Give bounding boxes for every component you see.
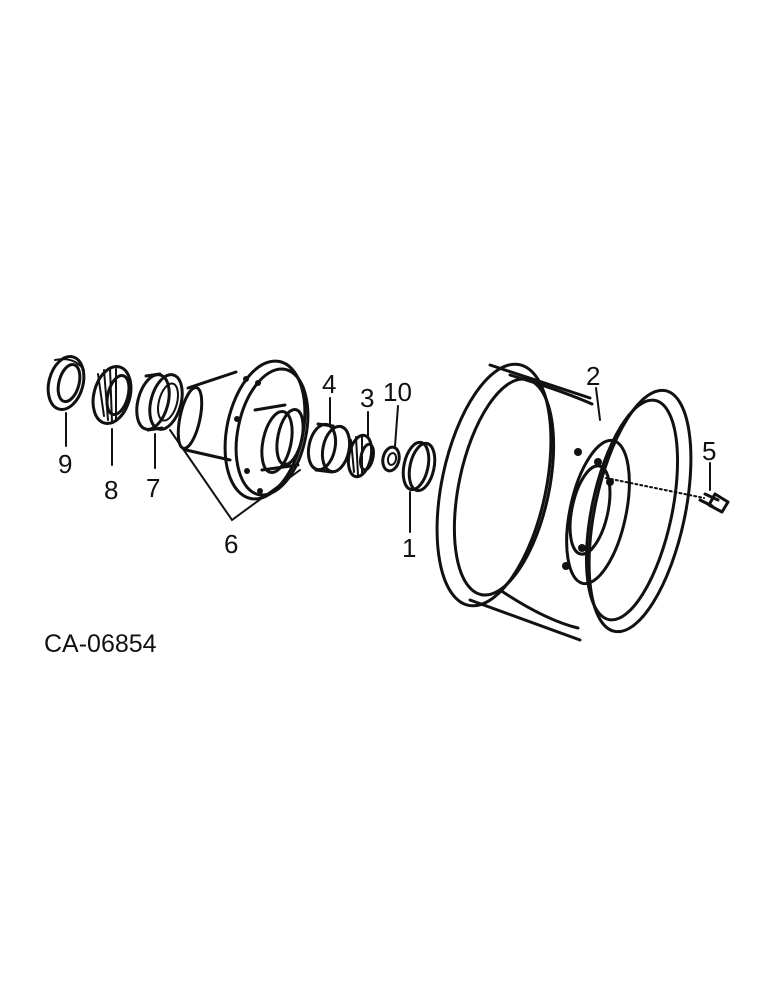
part-5-bolt bbox=[698, 492, 730, 514]
callout-1: 1 bbox=[402, 533, 416, 563]
callout-9: 9 bbox=[58, 449, 72, 479]
figure-code: CA-06854 bbox=[44, 630, 157, 658]
part-3-bearing-cone bbox=[346, 433, 375, 479]
leader-lines bbox=[65, 387, 711, 533]
callout-8: 8 bbox=[104, 475, 118, 505]
part-1-hub-cap bbox=[401, 440, 437, 493]
callout-6: 6 bbox=[224, 529, 238, 559]
callout-4: 4 bbox=[322, 369, 336, 399]
part-4-bearing-cup bbox=[306, 422, 352, 474]
part-6-hub bbox=[176, 359, 310, 501]
callout-2: 2 bbox=[586, 361, 600, 391]
callout-10: 10 bbox=[383, 377, 412, 407]
part-8-bearing-cone bbox=[91, 365, 133, 425]
callout-3: 3 bbox=[360, 383, 374, 413]
part-2-wheel-rim bbox=[435, 362, 693, 642]
part-10-washer bbox=[381, 445, 401, 473]
callout-5: 5 bbox=[702, 436, 716, 466]
part-9-seal bbox=[46, 355, 86, 411]
callout-7: 7 bbox=[146, 473, 160, 503]
part-7-bearing-cup bbox=[135, 372, 184, 432]
